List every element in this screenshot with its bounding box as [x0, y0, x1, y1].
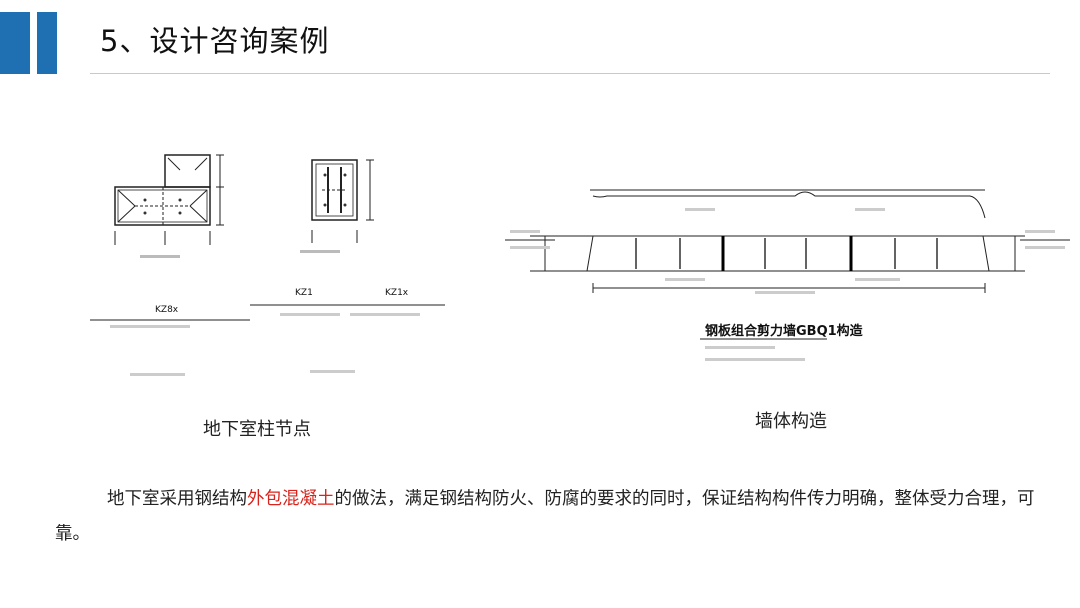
accent-bar-small	[37, 12, 57, 74]
title-divider	[90, 73, 1050, 74]
label-kz1x: KZ1x	[385, 288, 409, 298]
column-joint-drawing: KZ8x KZ1 KZ1x	[90, 154, 445, 376]
body-text-start: 地下室采用钢结构	[107, 489, 247, 509]
highlight-text: 外包混凝土	[247, 489, 335, 509]
body-paragraph: 地下室采用钢结构外包混凝土的做法，满足钢结构防火、防腐的要求的同时，保证结构构件…	[55, 482, 1055, 552]
label-kz1: KZ1	[295, 288, 313, 298]
page-title: 5、设计咨询案例	[100, 24, 330, 58]
label-kz8x: KZ8x	[155, 305, 179, 315]
wall-drawing-title: 钢板组合剪力墙GBQ1构造	[705, 323, 864, 339]
caption-wall-construction: 墙体构造	[755, 411, 827, 432]
accent-bar-large	[0, 12, 30, 74]
wall-construction-drawing: 钢板组合剪力墙GBQ1构造	[505, 189, 1070, 361]
caption-column-joint: 地下室柱节点	[203, 419, 311, 440]
body-text-end: 的做法，满足钢结构防火、防腐的要求的同时，保证结构构件传力明确，整体受力合理，可…	[55, 489, 1035, 544]
